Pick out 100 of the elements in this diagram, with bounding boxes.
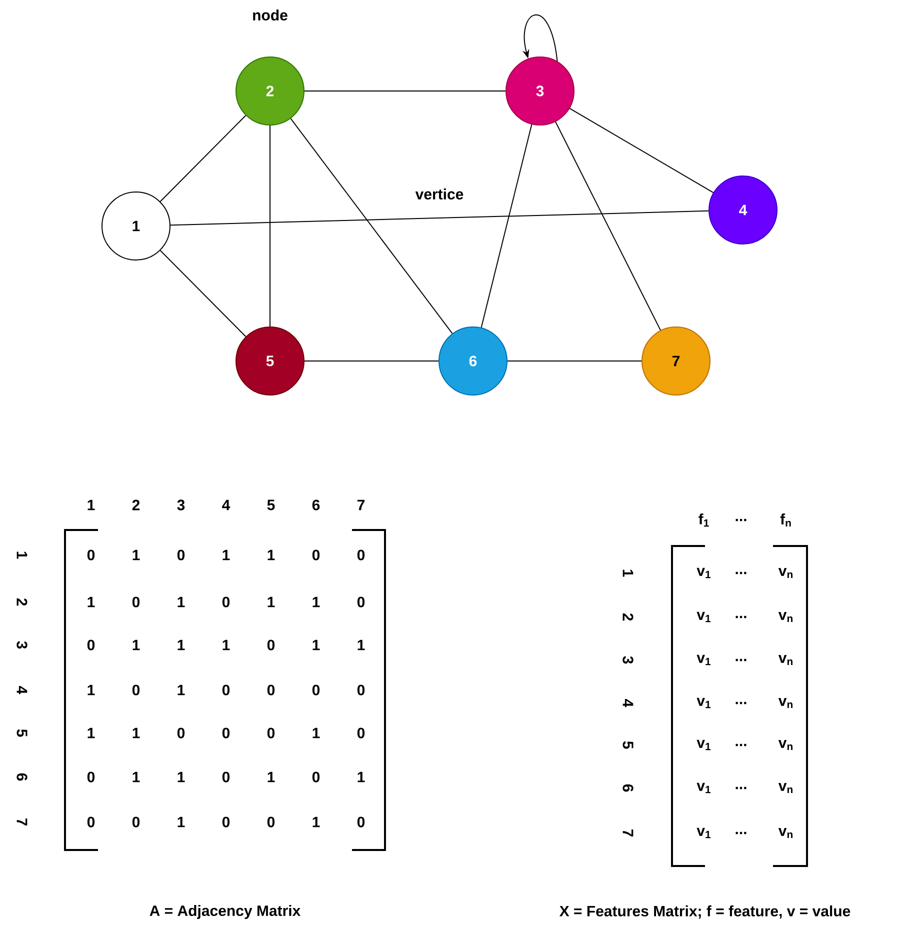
- edge-line: [170, 210, 710, 226]
- matrix-entry: 0: [177, 550, 185, 560]
- column-header: 2: [132, 500, 140, 510]
- matrix-entry: 0: [312, 684, 320, 696]
- edge-line: [555, 121, 661, 331]
- matrix-entry: 1: [132, 640, 140, 650]
- edge-line: [160, 115, 246, 202]
- matrix-entry: v$_{1}$: [696, 782, 711, 794]
- matrix-entry: 1: [178, 640, 185, 650]
- edge-line: [290, 118, 453, 334]
- matrix-entry: 1: [178, 816, 185, 828]
- column-header: f$_{n}$: [780, 514, 791, 527]
- matrix-entry: v$_{n}$: [778, 612, 792, 622]
- row-label: 5: [16, 729, 28, 737]
- matrix-entry: 0: [357, 550, 365, 560]
- matrix-entry: 0: [357, 728, 365, 738]
- matrix-entry: 0: [222, 684, 230, 696]
- matrix-entry: 1: [88, 728, 95, 738]
- row-label: 1: [16, 552, 28, 559]
- edge-line: [160, 250, 246, 338]
- matrix-caption: X = Features Matrix; f = feature, v = value: [559, 905, 850, 919]
- matrix-entry: 0: [357, 684, 365, 696]
- matrix-entry: 0: [267, 640, 275, 650]
- matrix-entry: 1: [132, 550, 140, 560]
- row-label: 1: [622, 570, 634, 577]
- row-label: 5: [622, 741, 634, 749]
- graph-node: 2: [236, 56, 304, 126]
- column-header: 1: [88, 500, 95, 510]
- row-label: 6: [622, 784, 634, 792]
- graph-node: 5: [236, 326, 304, 396]
- matrix-entry: v$_{1}$: [696, 612, 711, 622]
- edge-line: [304, 360, 439, 362]
- matrix-entry: 0: [222, 728, 230, 738]
- column-header: 3: [177, 500, 185, 510]
- matrix-entry: v$_{1}$: [696, 568, 711, 578]
- matrix-entry: 0: [87, 640, 95, 650]
- column-header: 6: [312, 500, 320, 510]
- matrix-entry: 0: [267, 684, 275, 696]
- matrix-entry: 1: [268, 596, 275, 608]
- matrix-entry: 1: [178, 596, 185, 608]
- row-label: 4: [16, 686, 28, 694]
- matrix-entry: v$_{n}$: [778, 568, 792, 578]
- matrix-entry: 0: [357, 596, 365, 608]
- matrix-entry: 1: [312, 728, 320, 738]
- matrix-entry: 0: [132, 816, 140, 828]
- matrix-entry: 1: [132, 728, 140, 738]
- graph-node: 3: [506, 56, 574, 126]
- matrix-entry: ...: [736, 616, 746, 618]
- matrix-entry: 0: [132, 684, 140, 696]
- matrix-entry: ...: [736, 744, 746, 746]
- matrix-entry: v$_{1}$: [696, 740, 711, 750]
- matrix-entry: 0: [357, 816, 365, 828]
- column-header: f$_{1}$: [698, 513, 709, 527]
- matrix-entry: 1: [312, 640, 320, 650]
- matrix-entry: 1: [312, 816, 320, 828]
- row-label: 7: [16, 818, 28, 826]
- matrix-entry: v$_{1}$: [696, 828, 711, 838]
- graph-node: 7: [642, 326, 710, 396]
- matrix-entry: 1: [222, 640, 230, 650]
- matrix-entry: v$_{n}$: [778, 740, 792, 750]
- edge-line: [480, 124, 532, 328]
- matrix-entry: 1: [88, 684, 95, 696]
- matrix-entry: v$_{1}$: [696, 654, 711, 666]
- matrix-entry: ...: [736, 658, 746, 662]
- column-header: 4: [222, 500, 230, 510]
- row-label: 2: [16, 598, 28, 606]
- row-label: 6: [16, 773, 28, 781]
- row-label: 7: [622, 829, 634, 837]
- matrix-entry: 1: [88, 596, 95, 608]
- matrix-entry: 1: [222, 550, 230, 560]
- edge-line: [304, 90, 506, 92]
- matrix-entry: 1: [358, 772, 365, 782]
- matrix-entry: ...: [736, 702, 746, 704]
- matrix-entry: v$_{1}$: [696, 698, 711, 708]
- column-header: ...: [736, 518, 746, 522]
- matrix-entry: 1: [132, 772, 140, 782]
- edge-label: vertice: [414, 188, 465, 200]
- matrix-entry: ...: [736, 572, 746, 574]
- matrix-entry: 0: [312, 772, 320, 782]
- matrix-entry: v$_{n}$: [778, 828, 792, 838]
- row-label: 3: [16, 641, 28, 649]
- matrix-entry: 0: [177, 728, 185, 738]
- matrix-entry: v$_{n}$: [778, 698, 792, 708]
- matrix-entry: ...: [736, 786, 746, 790]
- matrix-entry: 0: [222, 596, 230, 608]
- edge-line: [507, 360, 642, 362]
- matrix-entry: 1: [178, 684, 185, 696]
- column-header: 5: [267, 500, 275, 510]
- matrix-entry: 1: [268, 550, 275, 560]
- edge-line: [569, 108, 714, 194]
- matrix-caption: A = Adjacency Matrix: [150, 905, 301, 919]
- matrix-entry: 0: [87, 816, 95, 828]
- matrix-entry: 0: [87, 550, 95, 560]
- matrix-entry: 1: [178, 772, 185, 782]
- matrix-entry: 0: [312, 550, 320, 560]
- matrix-entry: v$_{n}$: [778, 782, 792, 794]
- graph-node: 1: [102, 192, 170, 260]
- matrix-entry: 0: [222, 816, 230, 828]
- row-label: 2: [622, 613, 634, 621]
- matrix-entry: 0: [87, 772, 95, 782]
